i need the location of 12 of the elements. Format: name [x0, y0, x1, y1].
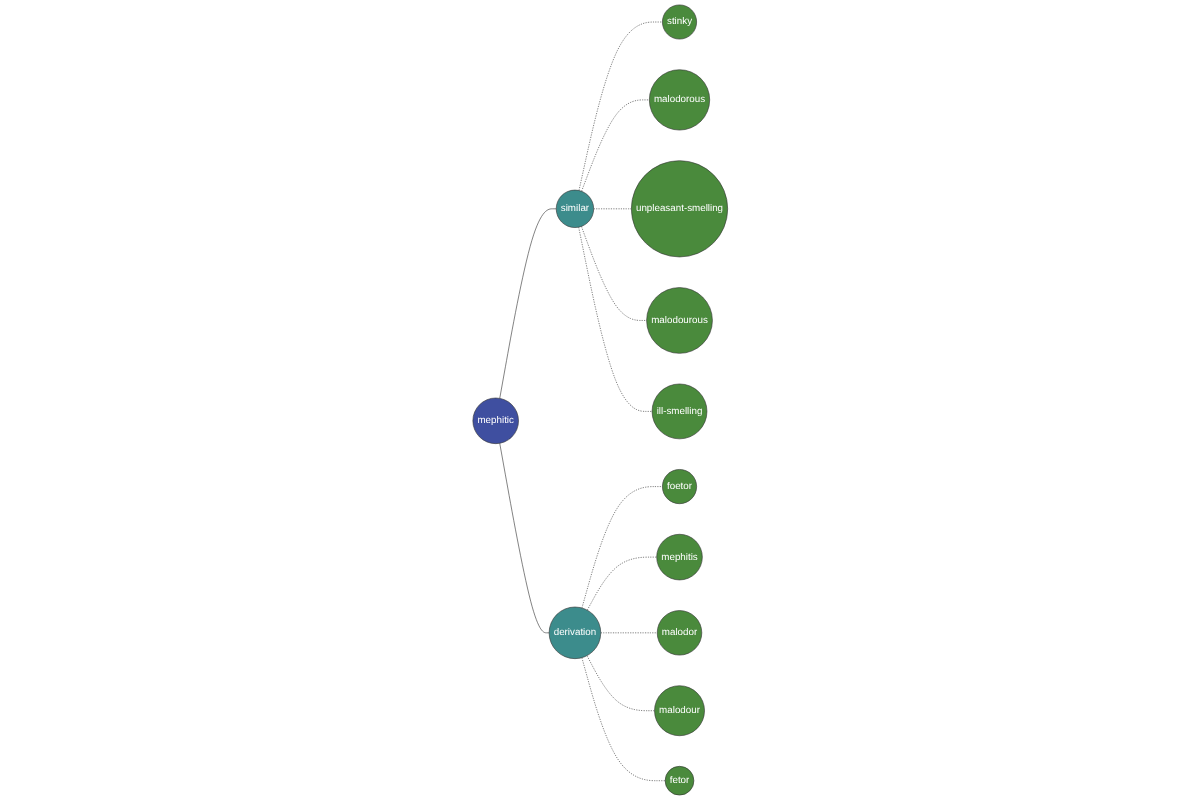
connector — [580, 226, 647, 321]
connector — [586, 556, 657, 611]
connector — [580, 99, 650, 192]
connector — [581, 486, 663, 609]
connector — [578, 21, 663, 191]
connector — [600, 632, 658, 634]
connector — [581, 657, 666, 782]
connector — [586, 655, 655, 712]
connector — [499, 208, 557, 399]
connector — [578, 226, 653, 412]
connector — [593, 208, 632, 210]
connector — [499, 443, 550, 634]
